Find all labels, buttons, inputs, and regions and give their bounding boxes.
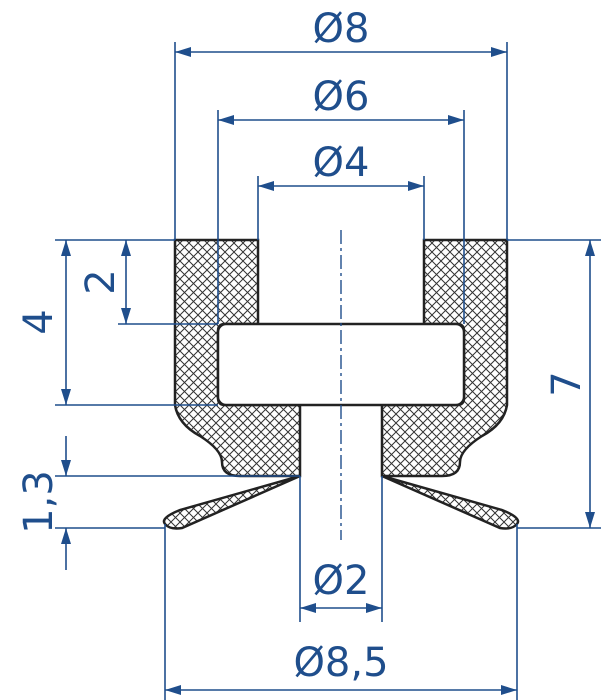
dim-d8-label: Ø8 [313,6,370,52]
dim-h4-line [61,240,71,405]
dim-h1-3-label: 1,3 [16,470,62,534]
dim-h2-line [121,240,131,324]
dim-d4-line [258,181,424,191]
dim-d8-line [175,47,507,57]
dim-d8-5-line [165,685,517,695]
dim-d4-label: Ø4 [313,140,370,186]
dim-h7-label: 7 [544,371,590,396]
dim-d6-line [218,115,464,125]
dim-h7-line [585,240,595,528]
dim-h4-label: 4 [16,309,62,334]
dim-d8-5-label: Ø8,5 [293,640,388,686]
dim-d2-label: Ø2 [313,558,370,604]
dim-d2-line [300,603,382,613]
dim-d6-label: Ø6 [313,74,370,120]
dim-h2-label: 2 [78,269,124,294]
dim-h1-3-line [61,436,71,570]
